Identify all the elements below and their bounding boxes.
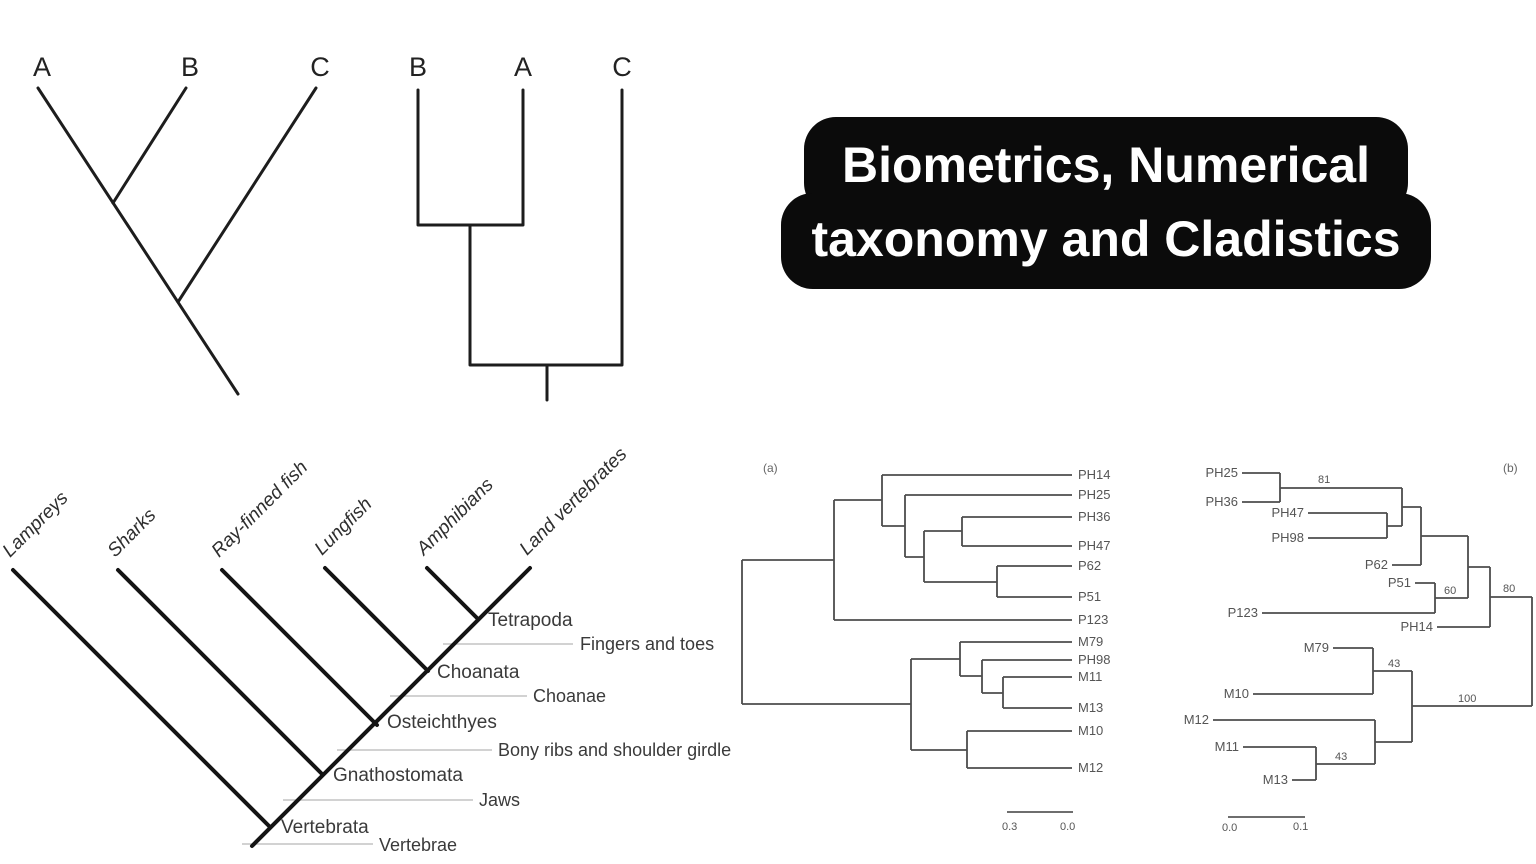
slanted-branch-b	[111, 86, 188, 205]
tip-label: PH98	[1078, 652, 1111, 667]
lampreys-branch	[11, 568, 272, 829]
dendrogram-b-support-values: 81 60 80 43 43 100	[1318, 474, 1515, 763]
character-labels: Fingers and toes Choanae Bony ribs and s…	[379, 634, 731, 855]
char-bony-ribs: Bony ribs and shoulder girdle	[498, 740, 731, 760]
tip-label: P123	[1228, 605, 1258, 620]
tip-label: M12	[1078, 760, 1103, 775]
char-choanae: Choanae	[533, 686, 606, 706]
rect-branches	[416, 88, 624, 402]
tip-label: PH25	[1078, 487, 1111, 502]
panel-label-b: (b)	[1503, 461, 1518, 475]
tip-label: P123	[1078, 612, 1108, 627]
tip-label: PH14	[1078, 467, 1111, 482]
tip-label: M10	[1224, 686, 1249, 701]
rect-tip-b: B	[409, 52, 427, 82]
taxon-lungfish: Lungfish	[311, 494, 377, 560]
rect-tip-c: C	[612, 52, 632, 82]
tip-label: PH36	[1078, 509, 1111, 524]
scalebar-left-value: 0.0	[1222, 822, 1237, 834]
slanted-branch-a-root	[36, 86, 240, 396]
dendrogram-b-branches	[1213, 472, 1533, 781]
rect-tip-a: A	[514, 52, 532, 82]
tip-label: M79	[1078, 634, 1103, 649]
lungfish-branch	[323, 566, 430, 673]
tip-label: M13	[1078, 700, 1103, 715]
tip-label: PH14	[1400, 619, 1433, 634]
tip-label: PH98	[1271, 530, 1304, 545]
scalebar-left-value: 0.3	[1002, 821, 1017, 833]
tip-label: PH47	[1078, 538, 1111, 553]
tip-label: M13	[1263, 772, 1288, 787]
support-value: 81	[1318, 474, 1330, 486]
vertebrate-cladogram: Lampreys Sharks Ray-finned fish Lungfish…	[0, 444, 731, 855]
support-value: 80	[1503, 583, 1515, 595]
tip-label: M11	[1215, 739, 1239, 754]
sharks-branch	[116, 568, 324, 776]
clade-gnathostomata: Gnathostomata	[333, 765, 463, 786]
scalebar-right-value: 0.0	[1060, 821, 1075, 833]
character-annotation-lines	[242, 643, 573, 845]
tip-label: P51	[1388, 575, 1411, 590]
taxon-land-vertebrates: Land vertebrates	[516, 444, 632, 560]
dendrogram-b: (b) PH25 PH36 PH47 PH98 P62 P51 P123 PH1…	[1184, 461, 1533, 834]
amphibians-branch	[425, 566, 479, 620]
tip-label: P51	[1078, 589, 1101, 604]
title-line-2: taxonomy and Cladistics	[781, 193, 1431, 289]
char-jaws: Jaws	[479, 790, 520, 810]
char-fingers-and-toes: Fingers and toes	[580, 634, 714, 654]
vertebrate-branches	[11, 566, 532, 848]
clade-osteichthyes: Osteichthyes	[387, 712, 497, 733]
tip-label: PH47	[1271, 505, 1304, 520]
support-value: 100	[1458, 693, 1476, 705]
dendrogram-a-scalebar: 0.3 0.0	[1002, 811, 1075, 833]
taxon-amphibians: Amphibians	[412, 474, 498, 560]
taxon-ray-finned-fish: Ray-finned fish	[208, 457, 312, 561]
clade-vertebrata: Vertebrata	[281, 817, 369, 838]
tip-label: P62	[1365, 557, 1388, 572]
slanted-tip-c: C	[310, 52, 330, 82]
dendrogram-a: (a) PH14 PH25 PH36 PH47 P62 P51 P123 M79…	[741, 461, 1111, 833]
tip-label: M11	[1078, 669, 1102, 684]
tip-label: M79	[1304, 640, 1329, 655]
tip-label: M12	[1184, 712, 1209, 727]
tip-label: PH25	[1205, 465, 1238, 480]
support-value: 43	[1388, 658, 1400, 670]
vertebrate-taxa-labels: Lampreys Sharks Ray-finned fish Lungfish…	[0, 444, 632, 562]
clade-labels: Tetrapoda Choanata Osteichthyes Gnathost…	[281, 610, 573, 838]
cladogram-slanted: A B C	[33, 52, 330, 396]
tip-label: P62	[1078, 558, 1101, 573]
scalebar-right-value: 0.1	[1293, 821, 1308, 833]
ray-finned-branch	[220, 568, 379, 727]
taxon-lampreys: Lampreys	[0, 487, 73, 561]
dendrogram-a-tip-labels: PH14 PH25 PH36 PH47 P62 P51 P123 M79 PH9…	[1078, 467, 1111, 775]
clade-choanata: Choanata	[437, 662, 520, 683]
dendrogram-b-scalebar: 0.0 0.1	[1222, 816, 1308, 834]
support-value: 60	[1444, 585, 1456, 597]
tip-label: PH36	[1205, 494, 1238, 509]
dendrogram-a-branches	[741, 474, 1072, 769]
clade-tetrapoda: Tetrapoda	[488, 610, 573, 631]
tip-label: M10	[1078, 723, 1103, 738]
backbone-branch	[250, 566, 532, 848]
slanted-tip-a: A	[33, 52, 51, 82]
slanted-tip-b: B	[181, 52, 199, 82]
title-block: Biometrics, Numerical taxonomy and Cladi…	[745, 117, 1467, 289]
panel-label-a: (a)	[763, 461, 778, 475]
cladogram-rectangular: B A C	[409, 52, 632, 402]
char-vertebrae: Vertebrae	[379, 835, 457, 855]
taxon-sharks: Sharks	[104, 505, 161, 562]
dendrogram-b-tip-labels: PH25 PH36 PH47 PH98 P62 P51 P123 PH14 M7…	[1184, 465, 1433, 787]
support-value: 43	[1335, 751, 1347, 763]
slanted-branch-c	[176, 86, 318, 304]
